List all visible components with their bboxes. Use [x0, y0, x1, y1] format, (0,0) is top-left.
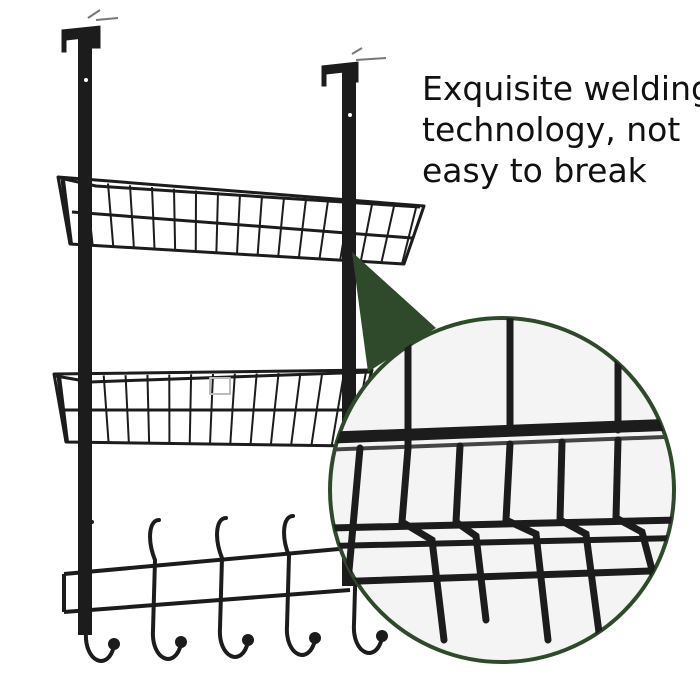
basket-wire [209, 373, 214, 445]
basket-wire [63, 179, 73, 245]
feature-caption: Exquisite welding technology, not easy t… [422, 68, 700, 191]
hook-tip [242, 634, 254, 646]
basket-wire [129, 185, 135, 248]
basket-wire [107, 183, 115, 247]
basket-wire [401, 207, 417, 265]
basket-wire [229, 373, 236, 445]
basket-wire [124, 375, 130, 443]
coat-hook [81, 520, 116, 663]
basket-wire [173, 188, 177, 251]
basket-wire [59, 375, 69, 443]
basket-wire [310, 372, 324, 446]
caption-line-2: technology, not [422, 110, 681, 149]
zoom-circle [328, 316, 676, 664]
basket-wire [249, 373, 258, 445]
basket-wire [256, 195, 263, 256]
basket-wire [290, 372, 302, 446]
basket-wire [297, 199, 307, 258]
zoomed-weld-detail [330, 318, 674, 644]
basket-wire [269, 373, 280, 445]
coat-hook [282, 514, 317, 657]
basket-wire [330, 372, 346, 446]
basket-wire [215, 192, 219, 253]
basket-wire [277, 197, 285, 257]
hook-tip [309, 632, 321, 644]
basket-wire [146, 374, 151, 444]
coat-hook [148, 518, 183, 661]
basket-wire [102, 375, 110, 443]
hook-tip [108, 638, 120, 650]
lower-wire-basket [52, 368, 374, 448]
hook-tip [175, 636, 187, 648]
hook-rail [62, 546, 351, 614]
basket-wire [236, 193, 241, 255]
basket-wire [380, 206, 395, 263]
basket-wire [359, 204, 373, 262]
zoom-pointer [352, 252, 436, 372]
coat-hook [215, 516, 250, 659]
basket-wire [85, 181, 94, 246]
upper-wire-basket [56, 175, 426, 266]
basket-wire [80, 375, 90, 443]
basket-wire [318, 200, 329, 260]
caption-line-1: Exquisite welding [422, 69, 700, 108]
basket-wire [188, 374, 193, 444]
basket-wire [339, 202, 351, 261]
caption-line-3: easy to break [422, 151, 647, 190]
basket-wire [151, 186, 156, 250]
hook-tip [376, 630, 388, 642]
